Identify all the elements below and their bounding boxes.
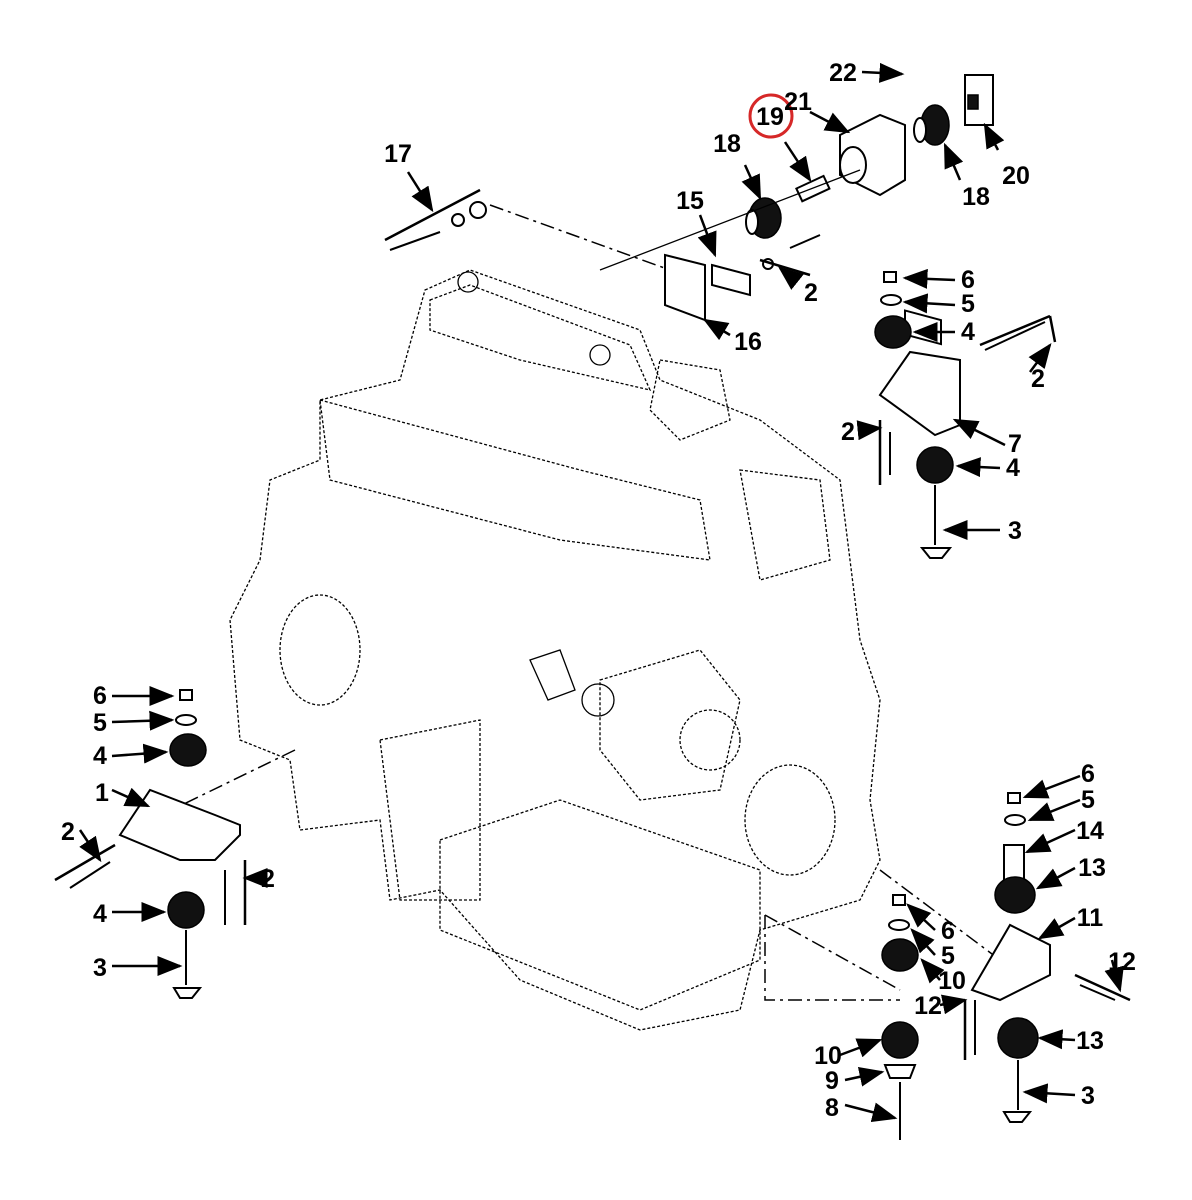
right-mount-assembly [874, 271, 1057, 559]
callout-12b: 12 [914, 992, 942, 1020]
callout-arrow-35 [939, 994, 968, 1015]
callout-arrow-0 [861, 62, 905, 83]
callout-arrow-32 [910, 928, 936, 956]
callout-arrow-2 [809, 110, 851, 134]
callout-2a: 2 [804, 279, 818, 307]
callout-arrows [78, 62, 1124, 1123]
callout-20: 20 [1002, 162, 1030, 190]
callout-5b: 5 [93, 709, 107, 737]
callout-arrow-21 [111, 787, 151, 808]
callout-16: 16 [734, 328, 762, 356]
callout-18a: 18 [713, 130, 741, 158]
callout-2d: 2 [61, 818, 75, 846]
callout-17: 17 [384, 140, 412, 168]
callout-6d: 6 [941, 917, 955, 945]
callout-4d: 4 [93, 900, 107, 928]
callout-12a: 12 [1108, 948, 1136, 976]
callout-5a: 5 [961, 290, 975, 318]
callout-22: 22 [829, 59, 857, 87]
callout-2b: 2 [1031, 365, 1045, 393]
callout-arrow-40 [844, 1102, 898, 1123]
callout-11: 11 [1077, 904, 1104, 932]
callout-arrow-37 [839, 1038, 883, 1058]
rear-mount-assembly [384, 74, 994, 346]
callout-arrow-7 [697, 214, 717, 258]
callout-arrow-5 [943, 142, 964, 181]
callout-18b: 18 [962, 183, 990, 211]
callout-arrow-22 [78, 829, 102, 863]
highlight-circle-19 [748, 93, 794, 139]
callout-2e: 2 [261, 865, 275, 893]
callout-arrow-39 [1022, 1083, 1076, 1104]
leader-lines [119, 204, 1001, 1001]
callout-arrow-1 [783, 141, 812, 183]
callout-arrow-38 [844, 1066, 885, 1087]
callout-arrow-4 [741, 164, 762, 201]
callout-3c: 3 [1081, 1082, 1095, 1110]
callout-4b: 4 [1006, 454, 1020, 482]
callout-7: 7 [1008, 430, 1022, 458]
callout-3b: 3 [93, 954, 107, 982]
callout-arrow-3 [983, 122, 1005, 151]
callout-arrow-28 [1024, 828, 1076, 854]
callout-21: 21 [784, 88, 812, 116]
callout-arrow-31 [906, 903, 936, 931]
callout-6b: 6 [93, 682, 107, 710]
left-mount-assembly [54, 689, 247, 999]
engine-block [229, 269, 881, 1031]
callout-9: 9 [825, 1067, 839, 1095]
callout-arrow-10 [902, 268, 956, 289]
callout-arrow-6 [406, 171, 434, 213]
callout-arrow-16 [955, 457, 1001, 478]
callout-arrow-14 [856, 420, 883, 441]
callout-arrow-29 [1035, 866, 1076, 890]
callout-5c: 5 [1081, 786, 1095, 814]
callout-arrow-26 [1022, 774, 1081, 799]
callout-3a: 3 [1008, 517, 1022, 545]
callout-arrow-27 [1027, 798, 1081, 822]
callout-4a: 4 [961, 318, 975, 346]
callout-10b: 10 [814, 1042, 842, 1070]
callout-arrow-15 [952, 418, 1006, 447]
callout-1: 1 [95, 779, 109, 807]
callout-arrow-19 [111, 710, 175, 731]
callout-arrow-36 [1037, 1029, 1076, 1050]
callout-arrow-8 [778, 266, 804, 290]
callout-labels: 22 19 21 20 18 18 17 15 2 16 6 5 4 2 2 7… [61, 59, 1136, 1122]
callout-arrow-9 [702, 318, 731, 341]
callout-13a: 13 [1078, 854, 1106, 882]
callout-arrow-20 [111, 743, 169, 764]
callout-8: 8 [825, 1094, 839, 1122]
callout-14: 14 [1076, 817, 1104, 845]
callout-5d: 5 [941, 942, 955, 970]
callout-arrow-33 [1104, 959, 1124, 993]
callout-arrow-13 [1028, 342, 1052, 373]
callout-6c: 6 [1081, 760, 1095, 788]
callout-19: 19 [756, 103, 784, 131]
callout-15: 15 [676, 187, 704, 215]
callout-6a: 6 [961, 266, 975, 294]
callout-arrow-11 [902, 293, 956, 314]
callout-arrow-30 [1037, 916, 1076, 940]
callout-13b: 13 [1076, 1027, 1104, 1055]
callout-arrow-34 [920, 958, 945, 984]
callout-10a: 10 [938, 967, 966, 995]
callout-4c: 4 [93, 742, 107, 770]
callout-2c: 2 [841, 418, 855, 446]
